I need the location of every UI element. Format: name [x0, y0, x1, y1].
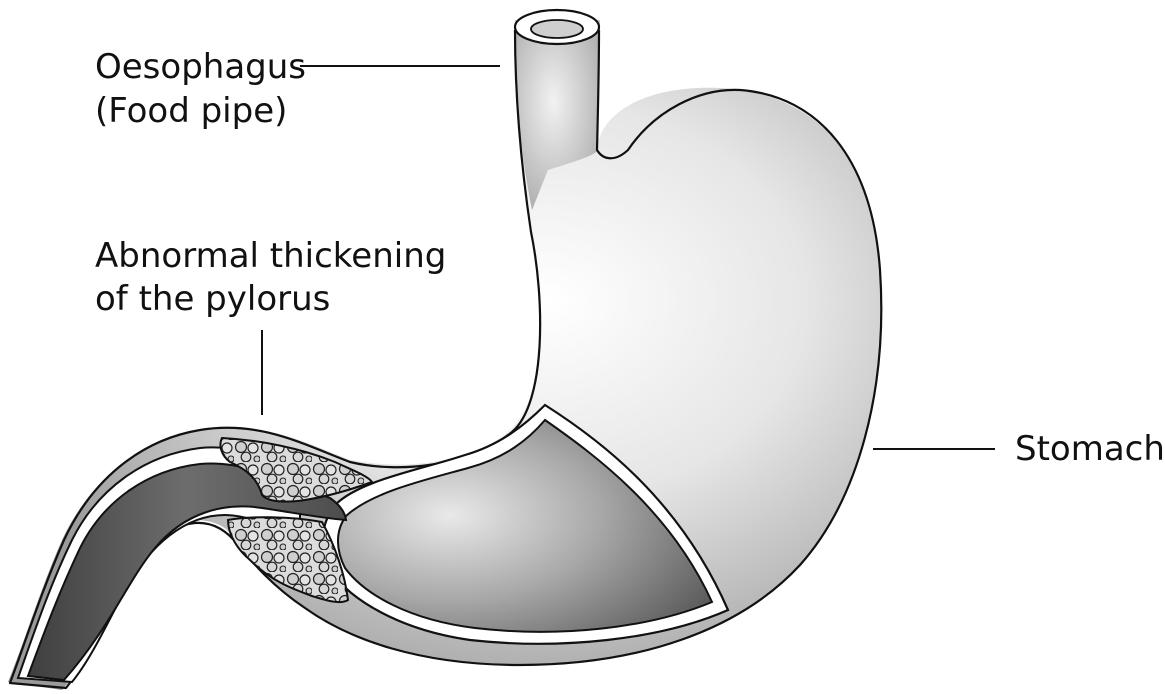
oesophagus-label-line2: (Food pipe) [95, 91, 287, 131]
pylorus-label-line2: of the pylorus [95, 279, 330, 319]
stomach-label: Stomach [1015, 429, 1165, 469]
oesophagus-label-line1: Oesophagus [95, 47, 306, 87]
pylorus-label-line1: Abnormal thickening [95, 236, 446, 276]
